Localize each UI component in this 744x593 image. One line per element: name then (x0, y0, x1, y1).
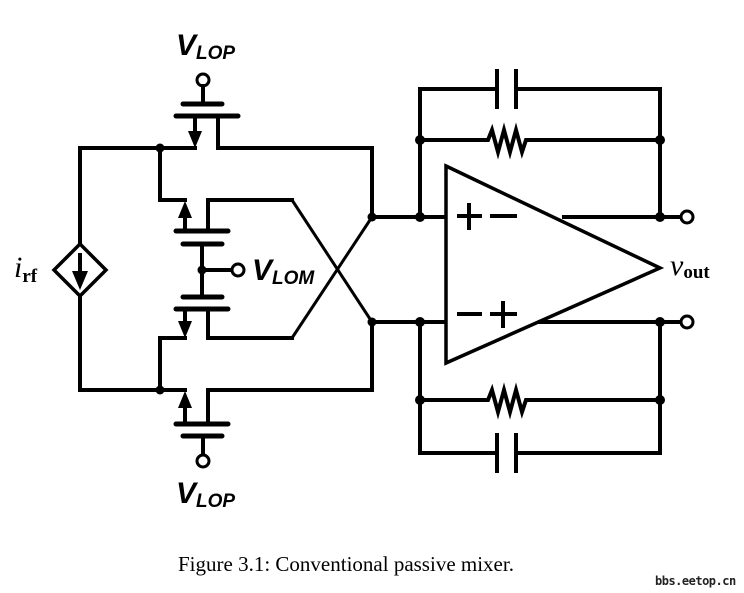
junction-dot (655, 135, 665, 145)
feedback-top (415, 69, 665, 219)
feedback-bottom (415, 320, 665, 473)
wire-m4-to-out-bottom (206, 320, 374, 426)
label-irf: irf (14, 251, 38, 287)
m3-arrow-down-icon (178, 321, 192, 338)
fb-top-right (514, 87, 662, 219)
m1-arrow-down-icon (188, 131, 202, 148)
m2-drain-leg (206, 198, 294, 233)
vout-plus-terminal[interactable] (679, 209, 695, 225)
fb-bottom-left (418, 320, 499, 455)
wire-m3-node-b (158, 336, 187, 392)
figure-caption: Figure 3.1: Conventional passive mixer. (178, 552, 514, 576)
m3-drain-leg (206, 307, 294, 340)
m2-arrow-up-icon (178, 201, 192, 218)
m4-arrow-up-icon (178, 391, 192, 408)
current-source-irf (51, 146, 162, 392)
wire-source-bottom (78, 294, 162, 392)
vout-minus-terminal[interactable] (679, 314, 695, 330)
label-vlop-top: VLOP (176, 29, 235, 64)
fb-bottom-right (514, 320, 662, 455)
vlop-bottom-terminal[interactable] (195, 453, 211, 469)
resistor-top-icon (418, 122, 662, 160)
source-arrow-down-icon (72, 271, 88, 290)
vlom-terminal[interactable] (230, 262, 246, 278)
vlom-gate-net (197, 242, 246, 299)
junction-dot (655, 395, 665, 405)
cross-wire-1 (290, 199, 374, 323)
opamp-triangle-icon (444, 163, 665, 366)
transistor-m3 (158, 294, 294, 392)
cross-wire-2 (290, 216, 374, 339)
junction-dot (415, 395, 425, 405)
transistor-m4 (155, 320, 374, 469)
transistor-m1 (173, 72, 241, 150)
fb-top-left (418, 87, 499, 219)
wire-node-a-m2 (158, 146, 187, 202)
watermark: bbs.eetop.cn (655, 574, 736, 588)
junction-dot (415, 135, 425, 145)
label-vlop-bottom: VLOP (176, 477, 235, 512)
wire-m1-to-out-top (216, 146, 374, 219)
label-vlom: VLOM (252, 254, 315, 289)
opamp (444, 163, 665, 366)
label-vout: vout (670, 249, 710, 283)
wire-source-top (78, 146, 162, 246)
resistor-bottom-icon (418, 382, 662, 420)
transistor-m2 (158, 146, 294, 247)
